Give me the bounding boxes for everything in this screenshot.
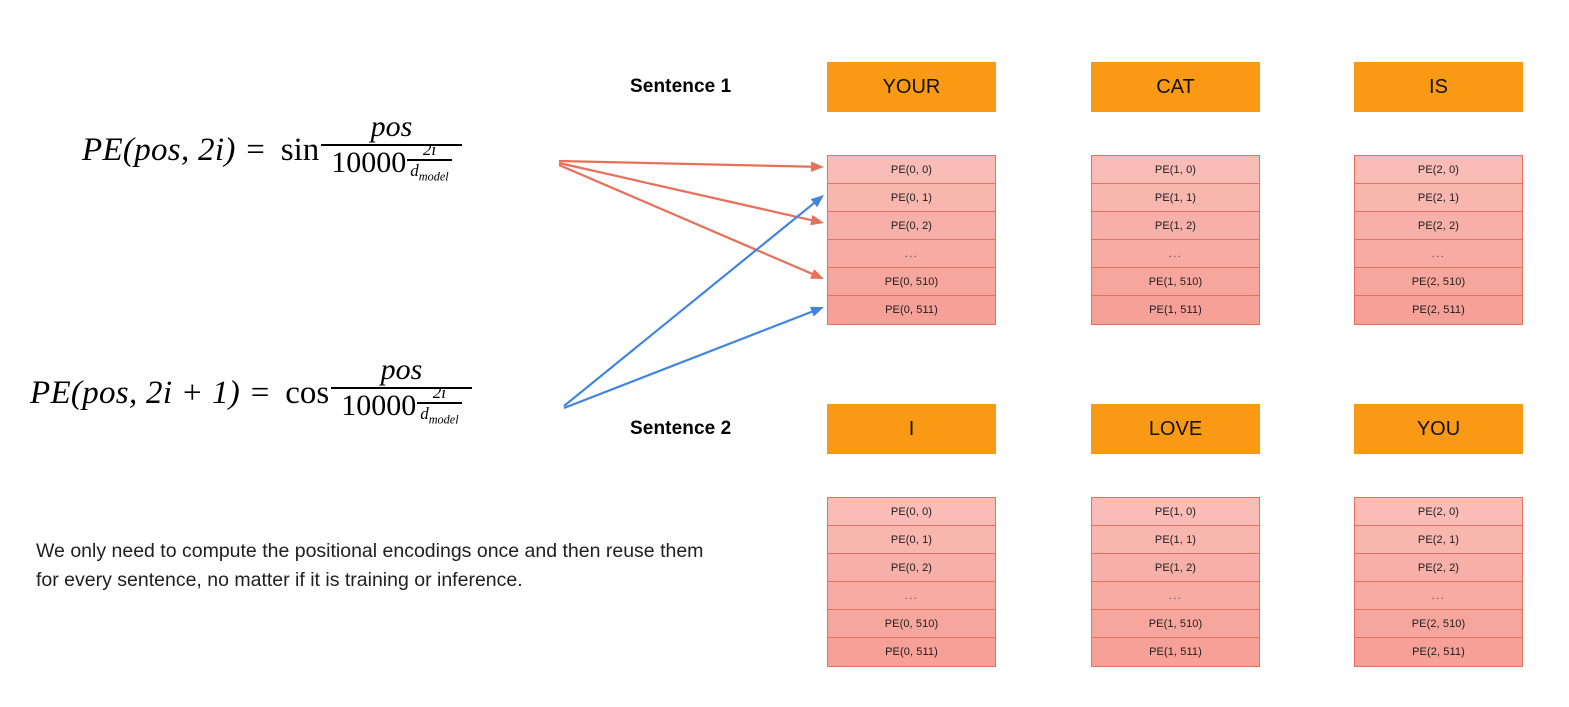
formula-odd-numerator: pos [380, 353, 423, 386]
pe-cell-ellipsis: ... [1092, 240, 1259, 268]
pe-grid-s2-love: PE(1, 0) PE(1, 1) PE(1, 2) ... PE(1, 510… [1091, 497, 1260, 667]
formula-pe-odd: PE(pos, 2i + 1) = cos pos 10000 2i dmodel [30, 355, 472, 433]
pe-cell: PE(0, 1) [828, 526, 995, 554]
exponent-numerator: 2i [422, 140, 437, 159]
cos-to-row-1-arrow [563, 195, 824, 407]
pe-cell: PE(0, 0) [828, 156, 995, 184]
pe-cell: PE(1, 1) [1092, 184, 1259, 212]
pe-cell: PE(1, 2) [1092, 554, 1259, 582]
formula-even-fraction: pos 10000 2i dmodel [321, 110, 462, 190]
sin-to-row-0-arrow [558, 159, 824, 172]
cos-to-row-511-arrow [563, 306, 824, 410]
formula-even-exponent: 2i dmodel [407, 140, 452, 184]
pe-cell: PE(0, 0) [828, 498, 995, 526]
formula-odd-denominator: 10000 2i dmodel [331, 384, 471, 433]
pe-cell: PE(0, 2) [828, 212, 995, 240]
sentence-2-label: Sentence 2 [630, 418, 732, 439]
exponent-fraction-bar [417, 402, 462, 404]
explanation-caption: We only need to compute the positional e… [36, 540, 704, 591]
formula-pe-even: PE(pos, 2i) = sin pos 10000 2i dmodel [82, 112, 462, 190]
pe-cell: PE(2, 2) [1355, 554, 1522, 582]
pe-cell: PE(0, 1) [828, 184, 995, 212]
formula-odd-fraction: pos 10000 2i dmodel [331, 353, 472, 433]
pe-cell: PE(2, 1) [1355, 526, 1522, 554]
pe-cell: PE(1, 510) [1092, 610, 1259, 638]
pe-cell: PE(2, 510) [1355, 610, 1522, 638]
pe-cell: PE(1, 0) [1092, 156, 1259, 184]
pe-cell-ellipsis: ... [1355, 240, 1522, 268]
exponent-numerator: 2i [432, 383, 447, 402]
pe-cell-ellipsis: ... [1092, 582, 1259, 610]
sin-to-row-510-arrow [558, 163, 824, 279]
pe-cell: PE(0, 2) [828, 554, 995, 582]
pe-cell-ellipsis: ... [1355, 582, 1522, 610]
sin-to-row-2-arrow [558, 161, 824, 226]
pe-cell: PE(1, 510) [1092, 268, 1259, 296]
pe-cell: PE(2, 511) [1355, 296, 1522, 324]
pe-cell: PE(2, 0) [1355, 498, 1522, 526]
word-box-is: IS [1354, 62, 1523, 112]
formula-odd-lhs: PE(pos, 2i + 1) = [30, 375, 272, 412]
formula-odd-base: 10000 [341, 389, 417, 422]
formula-even-numerator: pos [370, 110, 413, 143]
pe-grid-s1-cat: PE(1, 0) PE(1, 1) PE(1, 2) ... PE(1, 510… [1091, 155, 1260, 325]
pe-grid-s1-is: PE(2, 0) PE(2, 1) PE(2, 2) ... PE(2, 510… [1354, 155, 1523, 325]
pe-cell: PE(2, 0) [1355, 156, 1522, 184]
exponent-denominator: dmodel [410, 161, 449, 184]
fraction-bar [331, 387, 472, 389]
sentence-1-label: Sentence 1 [630, 76, 732, 97]
pe-cell: PE(0, 511) [828, 296, 995, 324]
exponent-fraction-bar [407, 159, 452, 161]
pe-cell-ellipsis: ... [828, 240, 995, 268]
word-box-cat: CAT [1091, 62, 1260, 112]
pe-cell: PE(2, 511) [1355, 638, 1522, 666]
pe-cell: PE(0, 511) [828, 638, 995, 666]
pe-cell: PE(1, 2) [1092, 212, 1259, 240]
formula-odd-trig: cos [285, 375, 330, 412]
pe-cell: PE(2, 510) [1355, 268, 1522, 296]
word-box-your: YOUR [827, 62, 996, 112]
formula-even-base: 10000 [331, 146, 407, 179]
formula-even-trig: sin [280, 132, 320, 169]
pe-grid-s1-your: PE(0, 0) PE(0, 1) PE(0, 2) ... PE(0, 510… [827, 155, 996, 325]
pe-cell: PE(1, 511) [1092, 296, 1259, 324]
pe-cell: PE(0, 510) [828, 268, 995, 296]
word-box-love: LOVE [1091, 404, 1260, 454]
pe-cell: PE(1, 1) [1092, 526, 1259, 554]
pe-cell: PE(0, 510) [828, 610, 995, 638]
pe-grid-s2-i: PE(0, 0) PE(0, 1) PE(0, 2) ... PE(0, 510… [827, 497, 996, 667]
formula-even-lhs: PE(pos, 2i) = [82, 132, 267, 169]
word-box-i: I [827, 404, 996, 454]
formula-odd-exponent: 2i dmodel [417, 383, 462, 427]
pe-cell: PE(2, 1) [1355, 184, 1522, 212]
pe-grid-s2-you: PE(2, 0) PE(2, 1) PE(2, 2) ... PE(2, 510… [1354, 497, 1523, 667]
pe-cell: PE(1, 0) [1092, 498, 1259, 526]
word-box-you: YOU [1354, 404, 1523, 454]
formula-even-denominator: 10000 2i dmodel [321, 141, 461, 190]
pe-cell: PE(1, 511) [1092, 638, 1259, 666]
pe-cell: PE(2, 2) [1355, 212, 1522, 240]
fraction-bar [321, 144, 462, 146]
pe-cell-ellipsis: ... [828, 582, 995, 610]
exponent-denominator: dmodel [420, 404, 459, 427]
